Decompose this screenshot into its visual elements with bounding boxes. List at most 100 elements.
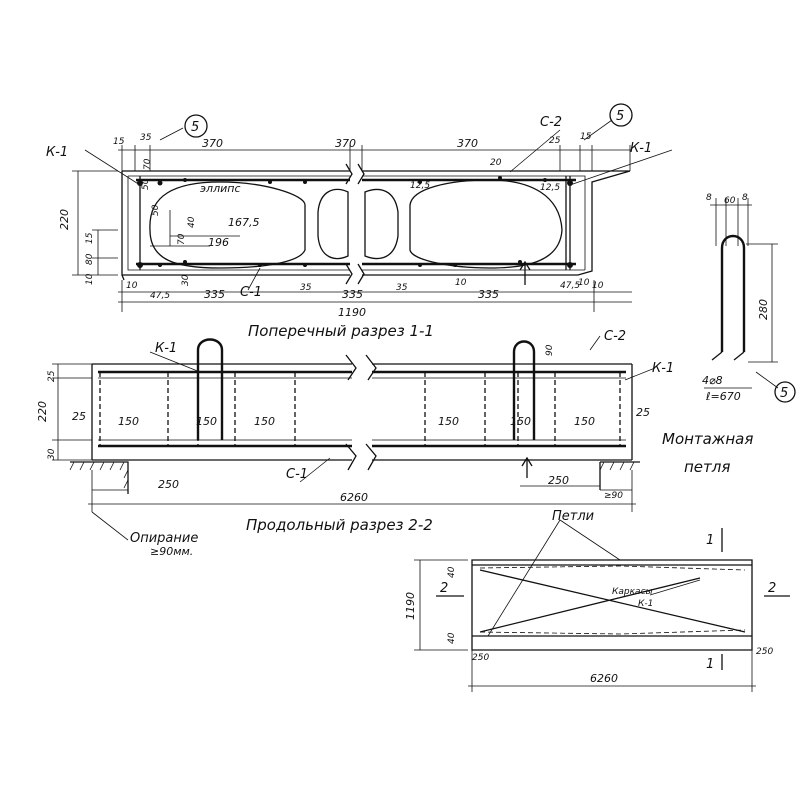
dim-text: 250 [548, 474, 569, 487]
rebar-length: ℓ=670 [705, 390, 741, 403]
dim-text: 150 [118, 415, 139, 428]
dim-text: 150 [510, 415, 531, 428]
dim-text: 370 [202, 137, 223, 150]
dim-text: 12,5 [540, 183, 560, 193]
dim-text: 8 [742, 193, 748, 203]
long-section-caption: Продольный разрез 2-2 [246, 516, 433, 534]
callout-circle-5-right [609, 103, 633, 127]
label-k1: К-1 [46, 145, 68, 160]
callout-number: 5 [191, 120, 199, 135]
dim-text: 40 [447, 566, 457, 578]
label-k1: К-1 [630, 141, 652, 156]
dim-text: 335 [204, 288, 225, 301]
dim-text: 10 [578, 278, 590, 288]
dim-text: 40 [447, 632, 457, 644]
section-height: 220 [58, 209, 71, 230]
plan-view [414, 519, 790, 692]
callout-number: 5 [616, 109, 624, 124]
dim-text: 80 [85, 253, 95, 265]
overall-width: 1190 [338, 306, 366, 319]
dim-text: 30 [47, 448, 57, 460]
section-mark: 2 [440, 581, 448, 596]
callout-circle-5-loop [774, 381, 796, 403]
dim-text: 250 [756, 647, 773, 657]
dim-text: 335 [342, 288, 363, 301]
label-c1: С-1 [286, 467, 308, 482]
longitudinal-section-2-2 [52, 335, 656, 541]
support-note: Опирание [130, 531, 198, 546]
label-k1: К-1 [155, 341, 177, 356]
dim-text: 167,5 [228, 216, 260, 229]
dim-text: 25 [47, 370, 57, 382]
dim-text: 60 [724, 196, 736, 206]
dim-text: 150 [254, 415, 275, 428]
dim-text: 47,5 [150, 291, 170, 301]
dim-text: 70 [177, 233, 187, 245]
label-c2: С-2 [540, 115, 562, 130]
callout-number: 5 [780, 386, 788, 401]
dim-text: 150 [574, 415, 595, 428]
dim-text: ≥90 [604, 491, 623, 501]
ellipse-label: эллипс [200, 182, 241, 195]
dim-text: 10 [455, 278, 467, 288]
section-mark: 1 [706, 657, 714, 672]
dim-text: 250 [158, 478, 179, 491]
dim-text: 1190 [404, 592, 417, 620]
void-ellipse-2 [317, 188, 349, 260]
dim-text: 280 [757, 299, 770, 320]
support-note-2: ≥90мм. [150, 545, 193, 558]
lifting-loop-detail [704, 198, 796, 403]
label-c1: С-1 [240, 285, 262, 300]
void-ellipse-3 [364, 188, 399, 260]
label-k1: К-1 [652, 361, 674, 376]
dim-text: 30 [181, 274, 191, 286]
label-loops: Петли [552, 509, 594, 524]
loop-shape [720, 234, 746, 352]
cross-section-caption: Поперечный разрез 1-1 [248, 322, 434, 340]
dim-text: 35 [300, 283, 312, 293]
loop-caption: петля [684, 458, 730, 476]
frame-k1 [139, 176, 571, 270]
dim-text: 196 [208, 236, 229, 249]
dim-text: 20 [490, 158, 502, 168]
section-mark: 1 [706, 533, 714, 548]
dim-text: 10 [85, 273, 95, 285]
cross-section-outline [121, 170, 631, 281]
dim-text: 15 [113, 137, 125, 147]
supports [70, 461, 640, 494]
rebar-spec: 4⌀8 [702, 374, 723, 387]
callout-circle-5-cross [184, 114, 208, 138]
dim-text: 50 [141, 178, 151, 190]
dim-text: 12,5 [410, 181, 430, 191]
dim-text: 370 [335, 137, 356, 150]
dim-text: 8 [706, 193, 712, 203]
dim-text: 50 [151, 204, 161, 216]
dim-text: 10 [592, 281, 604, 291]
section-mark: 2 [768, 581, 776, 596]
dim-text: 25 [549, 136, 561, 146]
stirrups [99, 372, 621, 446]
label-c2: С-2 [604, 329, 626, 344]
dim-text: 220 [36, 401, 49, 422]
dim-text: 40 [187, 216, 197, 228]
void-ellipse-4 [409, 179, 563, 269]
cross-section-1-1 [72, 103, 673, 312]
dim-text: 35 [140, 133, 152, 143]
dim-text: 10 [126, 281, 138, 291]
dim-text: 25 [636, 406, 650, 419]
dim-text: 35 [396, 283, 408, 293]
dim-text: 90 [545, 344, 555, 356]
dim-text: 370 [457, 137, 478, 150]
dim-text: 25 [72, 410, 86, 423]
dim-text: 15 [580, 132, 592, 142]
dim-text: 47,5 [560, 281, 580, 291]
overall-length: 6260 [340, 491, 368, 504]
dim-text: 150 [196, 415, 217, 428]
label-k1: К-1 [638, 599, 653, 609]
dim-text: 15 [85, 232, 95, 244]
dim-text: 6260 [590, 672, 618, 685]
lifting-loop-right [512, 340, 536, 440]
dim-text: 70 [143, 158, 153, 170]
loop-caption: Монтажная [662, 430, 753, 448]
